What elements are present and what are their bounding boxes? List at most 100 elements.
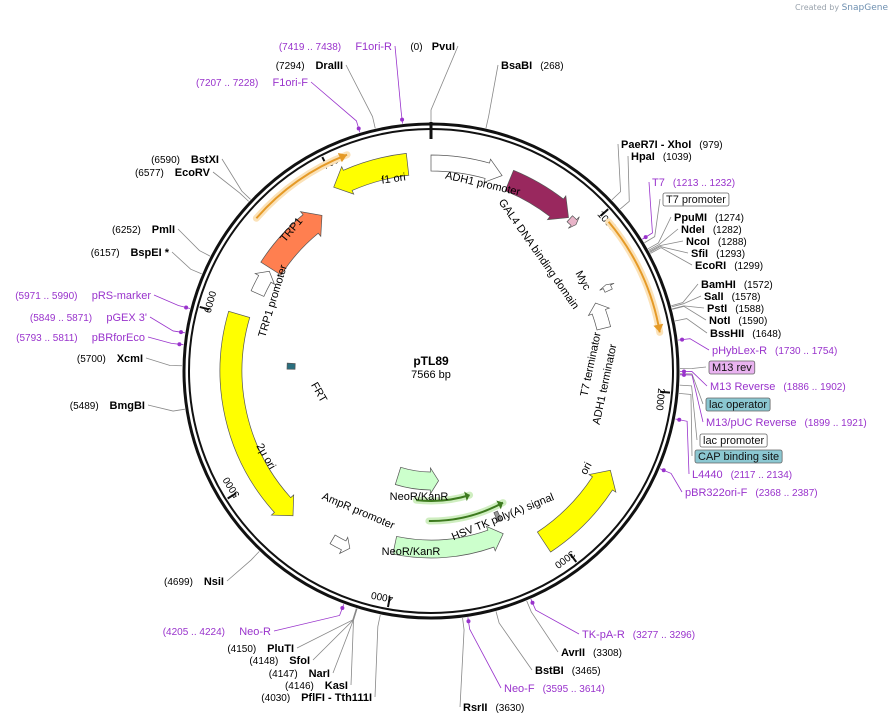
feature-neor-kanr[interactable] (394, 466, 439, 496)
site-enzyme[interactable]: EcoRV(6577) (135, 167, 249, 202)
site-primer[interactable]: F1ori-F(7207 .. 7228) (196, 77, 361, 133)
site-leader (649, 246, 689, 254)
site-coord: (1213 .. 1232) (673, 178, 735, 189)
site-leader (226, 551, 260, 582)
site-leader (526, 600, 559, 653)
site-enzyme[interactable]: BmgBI(5489) (70, 400, 186, 412)
site-enzyme[interactable]: PmlI(6252) (112, 224, 211, 257)
site-name: SfiI (691, 248, 708, 260)
site-enzyme[interactable]: HpaI(1039) (619, 151, 692, 210)
site-name: Neo-R (239, 626, 271, 638)
feature-adh1-promoter[interactable] (430, 154, 503, 183)
site-enzyme[interactable]: PflFI - Tth111I(4030) (261, 614, 381, 704)
site-primer[interactable]: pBR322ori-F(2368 .. 2387) (659, 468, 818, 499)
feature-hsv-tk-poly-a-signal[interactable] (493, 510, 503, 523)
feature-myc[interactable] (566, 215, 580, 229)
site-enzyme[interactable]: PvuI(0) (410, 41, 459, 122)
site-feature[interactable]: lac promoter (679, 384, 768, 448)
site-enzyme[interactable]: NsiI(4699) (164, 551, 260, 588)
site-name: NotI (709, 315, 730, 327)
site-primer[interactable]: Neo-R(4205 .. 4224) (163, 604, 345, 638)
site-feature[interactable]: M13 rev (679, 360, 756, 375)
site-enzyme[interactable]: BsaBI(268) (485, 60, 564, 129)
feature-t7-terminator[interactable] (599, 283, 615, 293)
site-enzyme[interactable]: XcmI(5700) (77, 353, 183, 367)
feature-2-ori[interactable] (219, 310, 295, 517)
site-leader (221, 158, 251, 200)
site-leader (394, 45, 403, 124)
site-primer[interactable]: pRS-marker(5971 .. 5990) (15, 290, 191, 310)
orf-arrowhead (464, 491, 470, 502)
site-primer[interactable]: pGEX 3'(5849 .. 5871) (30, 312, 186, 335)
feature-label: Myc (573, 269, 593, 293)
feature-gal4-dna-binding-domain[interactable] (504, 169, 569, 221)
site-feature[interactable]: CAP binding site (678, 393, 783, 464)
site-annotations[interactable]: PvuI(0) BsaBI(268) PaeR7I - XhoI(979)HpaI(… (15, 41, 867, 714)
site-primer[interactable]: L4440(2117 .. 2134) (675, 417, 792, 481)
feature-trp1[interactable] (260, 211, 323, 276)
orf-arrows (252, 151, 664, 525)
site-primer[interactable]: pHybLex-R(1730 .. 1754) (678, 337, 837, 357)
site-coord: (268) (540, 61, 563, 72)
site-feature[interactable]: T7 promoter (644, 192, 730, 244)
site-primer[interactable]: Neo-F(3595 .. 3614) (466, 617, 605, 695)
site-enzyme[interactable]: NdeI(1282) (648, 224, 742, 251)
site-leader (619, 155, 630, 210)
site-leader (611, 143, 621, 201)
site-coord: (2368 .. 2387) (755, 488, 817, 499)
site-enzyme[interactable]: BspEI * (6157) (91, 247, 202, 275)
feature-f1-ori[interactable] (333, 153, 410, 195)
site-enzyme[interactable]: BstXI(6590) (151, 154, 251, 200)
site-enzyme[interactable]: PstI(1588) (672, 303, 764, 315)
site-enzyme[interactable]: PluTI(4150) (227, 608, 357, 655)
site-leader (177, 228, 211, 257)
site-coord: (1288) (718, 237, 747, 248)
site-enzyme[interactable]: BamHI(1572) (671, 279, 773, 307)
site-enzyme[interactable]: RsrII(3630) (459, 617, 524, 714)
site-name: BspEI * (130, 247, 169, 259)
site-coord: (5971 .. 5990) (15, 291, 77, 302)
site-coord: (1039) (663, 152, 692, 163)
site-enzyme[interactable]: SfiI(1293) (649, 246, 745, 260)
site-coord: (6157) (91, 248, 120, 259)
site-leader (647, 216, 672, 250)
site-leader (642, 181, 653, 240)
site-primer[interactable]: M13 Reverse(1886 .. 1902) (679, 369, 846, 393)
site-label: T7 promoter (666, 194, 726, 206)
site-name: NcoI (686, 236, 710, 248)
site-name: M13/pUC Reverse (706, 417, 796, 429)
site-name: pHybLex-R (712, 345, 767, 357)
site-coord: (1282) (713, 225, 742, 236)
site-enzyme[interactable]: EcoRI(1299) (650, 247, 763, 272)
feature-box (708, 360, 756, 375)
feature-frt[interactable] (286, 362, 296, 370)
site-primer[interactable]: F1ori-R(7419 .. 7438) (279, 41, 405, 124)
feature-neor-kanr[interactable] (392, 525, 504, 559)
site-primer[interactable]: pBRforEco(5793 .. 5811) (16, 332, 184, 347)
site-enzyme[interactable]: SfoI(4148) (249, 608, 358, 667)
site-enzyme[interactable]: NotI(1590) (672, 305, 767, 327)
site-enzyme[interactable]: NcoI (1288) (649, 236, 747, 252)
site-name: F1ori-F (273, 77, 309, 89)
feature-label: NeoR/KanR (390, 491, 449, 503)
site-enzyme[interactable]: PpuMI(1274) (647, 212, 744, 250)
site-feature[interactable]: lac operator (679, 373, 771, 412)
site-enzyme[interactable]: SalI(1578) (671, 291, 761, 308)
site-coord: (1588) (735, 304, 764, 315)
site-enzyme[interactable]: DraIII(7294) (276, 60, 376, 129)
site-enzyme[interactable]: BstBI(3465) (495, 611, 601, 677)
site-primer[interactable]: T7(1213 .. 1232) (642, 177, 735, 240)
site-enzyme[interactable]: BssHII(1648) (674, 318, 781, 340)
orf-arrowhead (653, 323, 664, 333)
site-primer[interactable]: TK-pA-R(3277 .. 3296) (530, 598, 695, 641)
site-primer[interactable]: M13/pUC Reverse(1899 .. 1921) (679, 372, 867, 429)
feature-adh1-terminator[interactable] (587, 302, 612, 331)
feature-ampr-promoter[interactable] (329, 534, 351, 555)
site-coord: (1572) (744, 280, 773, 291)
feature-ori[interactable] (536, 469, 617, 553)
site-coord: (4030) (261, 693, 290, 704)
feature-trp1-promoter[interactable] (250, 270, 276, 297)
site-enzyme[interactable]: PaeR7I - XhoI(979) (611, 139, 723, 201)
primer-marker (184, 305, 189, 310)
site-enzyme[interactable]: AvrII(3308) (526, 600, 622, 659)
